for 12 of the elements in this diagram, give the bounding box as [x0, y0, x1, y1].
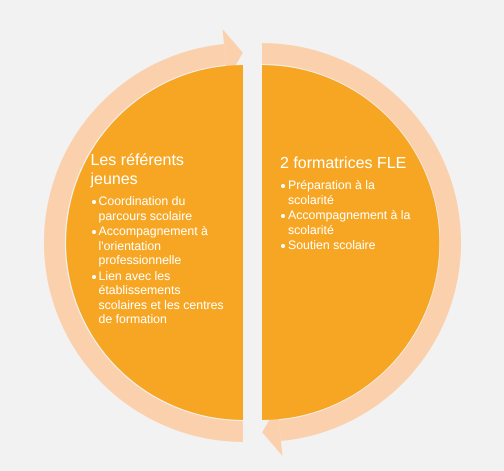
list-item-text: Coordination du parcours scolaire — [98, 194, 194, 223]
panel-heading: Les référents jeunes — [90, 151, 185, 189]
cycle-arrow — [44, 29, 244, 442]
cycle-arrow — [261, 43, 461, 456]
list-item-text: Accompagnement à l'orientation professionnelle — [98, 224, 209, 268]
panel-heading: 2 formatrices FLE — [280, 154, 408, 173]
list-item-text: Préparation à la scolarité — [288, 178, 376, 207]
list-item-text: Lien avec les établissements scolaires et les centres de formation — [98, 268, 225, 326]
semicircle-panel — [262, 65, 440, 420]
list-item-text: Accompagnement à la scolarité — [288, 208, 412, 237]
semicircle-panel — [66, 65, 243, 420]
list-item-text: Soutien scolaire — [288, 238, 376, 252]
